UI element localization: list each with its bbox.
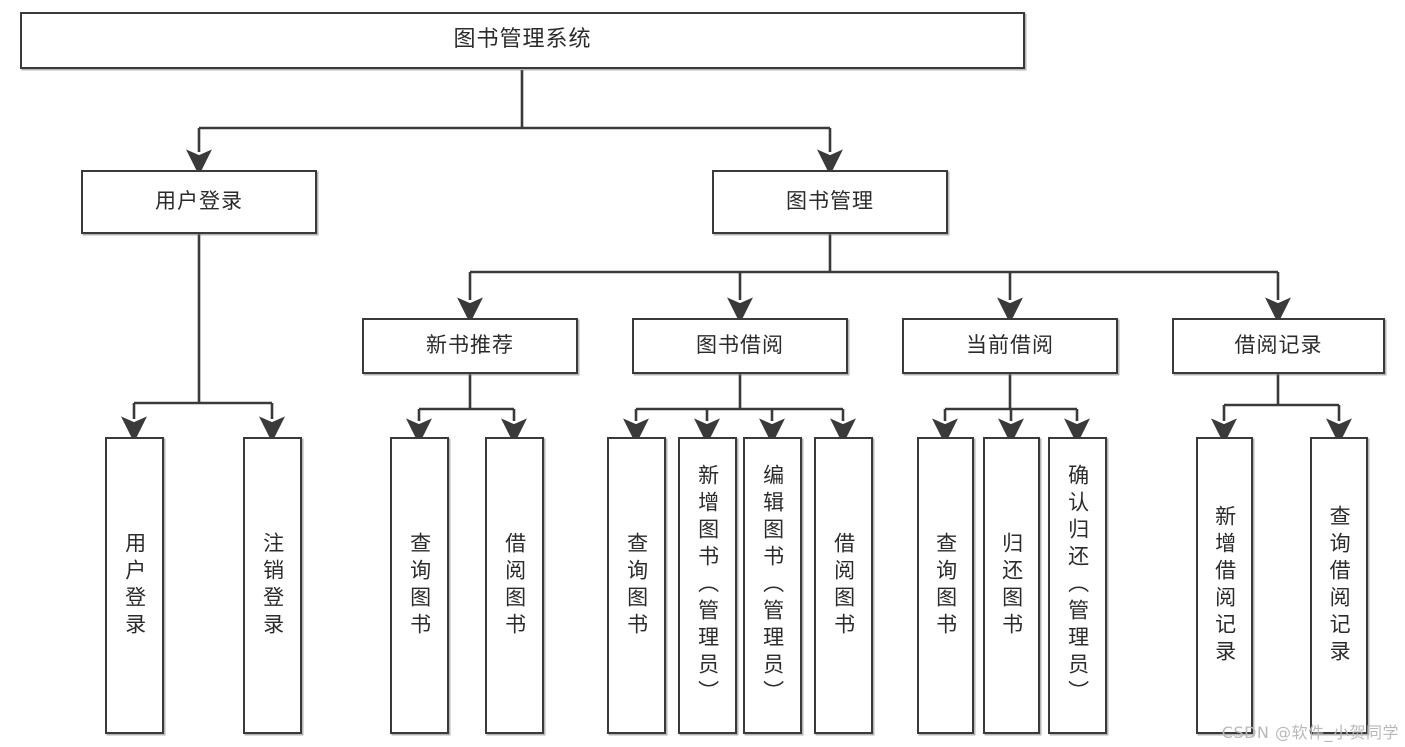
node-leaf-add-borrow-record[interactable]: 新增借阅记录 <box>1196 437 1253 734</box>
node-label: 查询图书 <box>933 531 958 640</box>
node-label: 用户登录 <box>122 531 147 640</box>
node-label: 编辑图书（管理员） <box>760 464 785 707</box>
node-leaf-borrow-book-rec[interactable]: 借阅图书 <box>485 437 544 734</box>
node-leaf-edit-book-admin[interactable]: 编辑图书（管理员） <box>743 437 802 734</box>
node-leaf-query-book-borrow[interactable]: 查询图书 <box>607 437 666 734</box>
node-label: 借阅记录 <box>1234 333 1323 358</box>
node-leaf-add-book-admin[interactable]: 新增图书（管理员） <box>678 437 737 734</box>
node-label: 图书借阅 <box>696 333 784 358</box>
node-leaf-confirm-return-admin[interactable]: 确认归还（管理员） <box>1048 437 1107 734</box>
node-label: 图书管理 <box>786 189 874 214</box>
watermark-text: CSDN @软件_小贺同学 <box>1221 723 1399 742</box>
node-label: 归还图书 <box>999 531 1024 640</box>
node-user-login[interactable]: 用户登录 <box>81 170 317 234</box>
node-label: 借阅图书 <box>831 531 856 640</box>
node-current-borrow[interactable]: 当前借阅 <box>902 318 1118 374</box>
node-label: 借阅图书 <box>502 531 527 640</box>
node-leaf-query-borrow-record[interactable]: 查询借阅记录 <box>1310 437 1368 734</box>
node-label: 确认归还（管理员） <box>1065 464 1090 707</box>
node-new-book-recommend[interactable]: 新书推荐 <box>362 318 578 374</box>
node-label: 查询图书 <box>407 531 432 640</box>
node-book-manage[interactable]: 图书管理 <box>712 170 948 234</box>
node-leaf-borrow-book[interactable]: 借阅图书 <box>814 437 873 734</box>
node-book-borrow[interactable]: 图书借阅 <box>632 318 848 374</box>
node-leaf-user-logout[interactable]: 注销登录 <box>243 437 302 734</box>
node-borrow-record[interactable]: 借阅记录 <box>1172 318 1385 374</box>
node-label: 新增借阅记录 <box>1212 504 1237 667</box>
node-label: 查询图书 <box>624 531 649 640</box>
node-leaf-query-book-rec[interactable]: 查询图书 <box>390 437 449 734</box>
node-label: 查询借阅记录 <box>1327 504 1352 667</box>
node-label: 新书推荐 <box>426 333 514 358</box>
node-label: 用户登录 <box>155 189 243 214</box>
node-leaf-query-book-current[interactable]: 查询图书 <box>917 437 974 734</box>
node-leaf-user-login[interactable]: 用户登录 <box>105 437 164 734</box>
node-label: 图书管理系统 <box>453 27 592 53</box>
node-label: 当前借阅 <box>966 333 1054 358</box>
node-leaf-return-book[interactable]: 归还图书 <box>983 437 1040 734</box>
node-label: 注销登录 <box>260 531 285 640</box>
node-root-system[interactable]: 图书管理系统 <box>20 12 1025 69</box>
node-label: 新增图书（管理员） <box>695 464 720 707</box>
